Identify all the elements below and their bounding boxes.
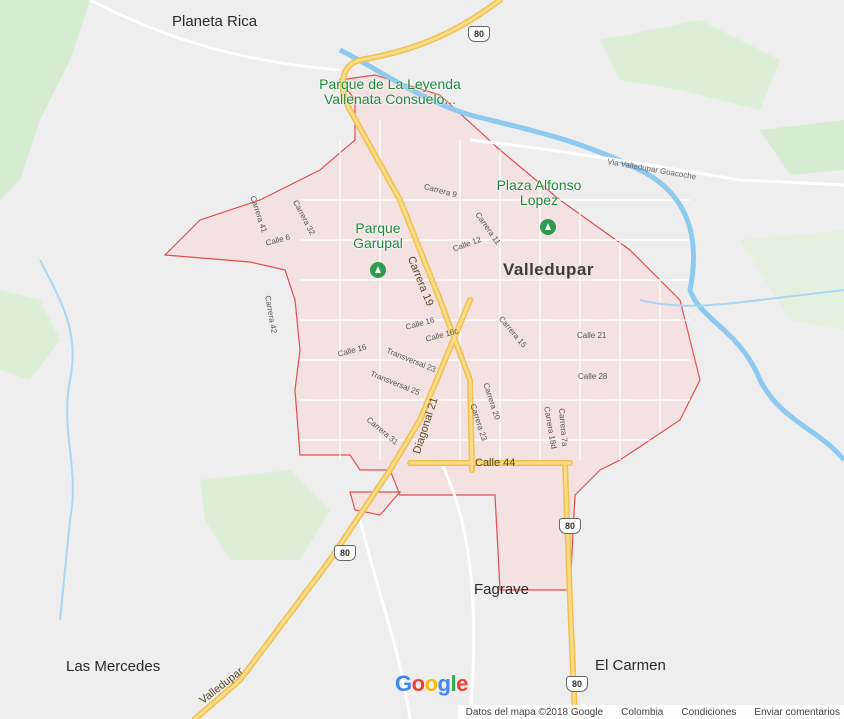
feedback-link[interactable]: Enviar comentarios: [754, 706, 840, 718]
town-fagrave: Fagrave: [474, 581, 530, 598]
google-logo: Google: [395, 671, 468, 696]
route-80-shield-icon: 80: [566, 676, 588, 692]
town-planeta-rica: Planeta Rica: [172, 13, 258, 30]
park-pin-icon[interactable]: [540, 219, 556, 235]
route-80-shield-icon: 80: [334, 545, 356, 561]
city-label-valledupar[interactable]: Valledupar: [503, 260, 594, 279]
map-data-credit[interactable]: Datos del mapa ©2018 Google: [465, 706, 604, 718]
town-el-carmen: El Carmen: [595, 657, 666, 674]
route-80-shield-icon: 80: [559, 518, 581, 534]
road-calle-44: Calle 44: [475, 457, 516, 469]
terms-link[interactable]: Condiciones: [681, 706, 737, 718]
map-footer: Datos del mapa ©2018 Google Colombia Con…: [457, 705, 844, 719]
poi-plaza-alfonso-lopez[interactable]: Plaza Alfonso Lopez: [496, 177, 582, 208]
town-las-mercedes: Las Mercedes: [66, 658, 161, 675]
street-calle-21: Calle 21: [577, 331, 607, 340]
route-80-shield-icon: 80: [468, 26, 490, 42]
poi-parque-leyenda[interactable]: Parque de La Leyenda Vallenata Consuelo.…: [319, 76, 461, 107]
street-calle-28: Calle 28: [578, 372, 608, 381]
park-pin-icon[interactable]: [370, 262, 386, 278]
country-link[interactable]: Colombia: [621, 706, 664, 718]
poi-parque-garupal[interactable]: Parque Garupal: [353, 220, 403, 251]
